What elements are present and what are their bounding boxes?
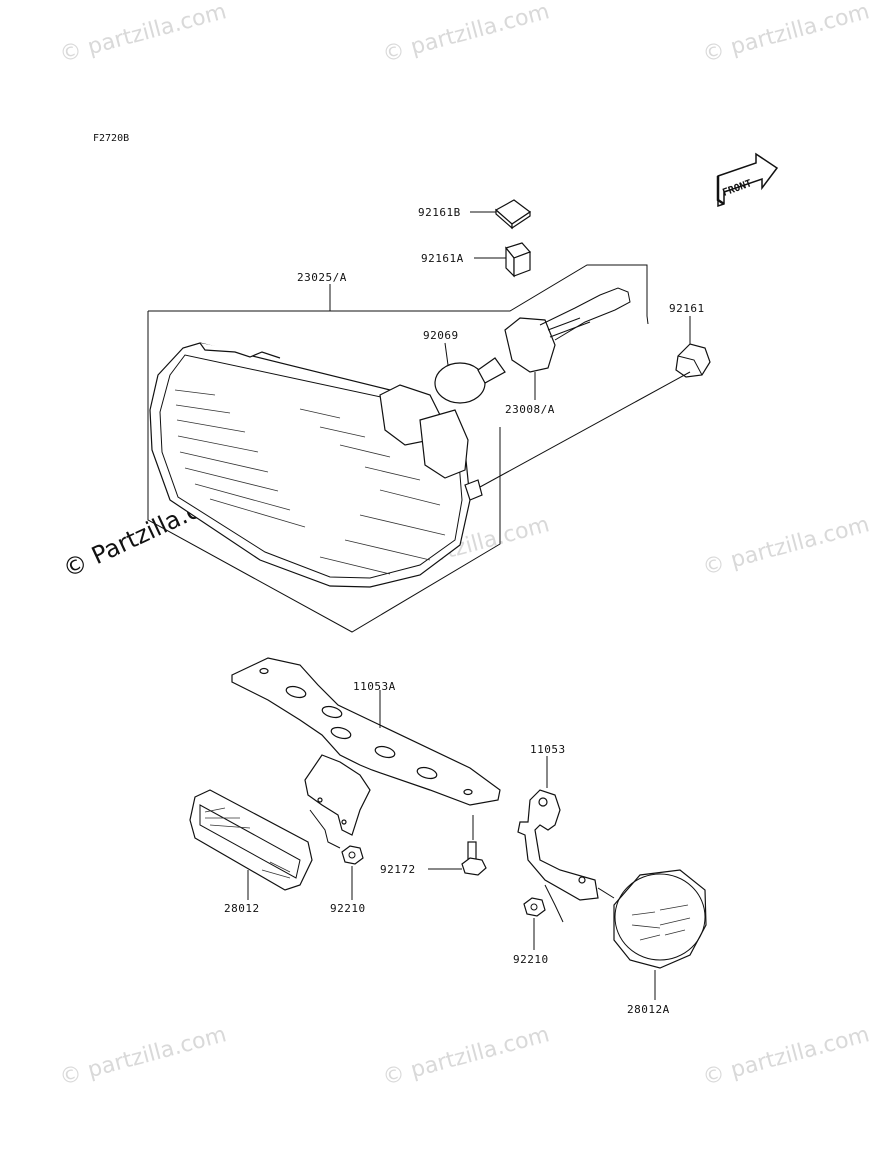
bracket-11053 — [517, 789, 599, 901]
label-92069: 92069 — [423, 329, 459, 342]
grommet-92161 — [675, 343, 711, 378]
label-92161B: 92161B — [418, 206, 461, 219]
bracket-11053A — [231, 657, 501, 836]
watermark-text: © partzilla.com — [700, 0, 872, 68]
figure-code: F2720B — [93, 133, 129, 144]
label-28012: 28012 — [224, 902, 260, 915]
watermark-layer: © partzilla.com © partzilla.com © partzi… — [57, 0, 872, 1091]
watermark-text: © partzilla.com — [380, 0, 552, 68]
bolt-92172 — [461, 841, 487, 876]
grommet-leader — [479, 371, 691, 488]
watermark-text: © partzilla.com — [57, 0, 229, 68]
label-92172: 92172 — [380, 863, 416, 876]
label-23025A: 23025/A — [297, 271, 347, 284]
label-92161A: 92161A — [421, 252, 464, 265]
bulb-92069 — [434, 357, 506, 404]
socket-23008A — [504, 287, 631, 373]
assembly-outline — [148, 264, 648, 316]
label-11053: 11053 — [530, 743, 566, 756]
front-arrow-icon: FRONT — [716, 152, 779, 208]
nut-92210-right — [523, 897, 546, 917]
headlight-housing — [149, 342, 483, 588]
watermark-text: © partzilla.com — [700, 1022, 872, 1091]
watermark-text: © partzilla.com — [57, 1022, 229, 1091]
label-23008A: 23008/A — [505, 403, 555, 416]
watermark-text: © partzilla.com — [380, 1022, 552, 1091]
label-92210-left: 92210 — [330, 902, 366, 915]
rubber-piece-92161B — [494, 199, 532, 230]
reflector-28012A — [613, 869, 707, 969]
label-92161: 92161 — [669, 302, 705, 315]
label-92210-right: 92210 — [513, 953, 549, 966]
label-28012A: 28012A — [627, 1003, 670, 1016]
assembly-outline — [147, 311, 501, 633]
label-11053A: 11053A — [353, 680, 396, 693]
nut-92210-left — [341, 845, 364, 865]
watermark-text: © partzilla.com — [700, 512, 872, 581]
reflector-28012 — [189, 789, 313, 891]
rubber-piece-92161A — [504, 242, 532, 278]
